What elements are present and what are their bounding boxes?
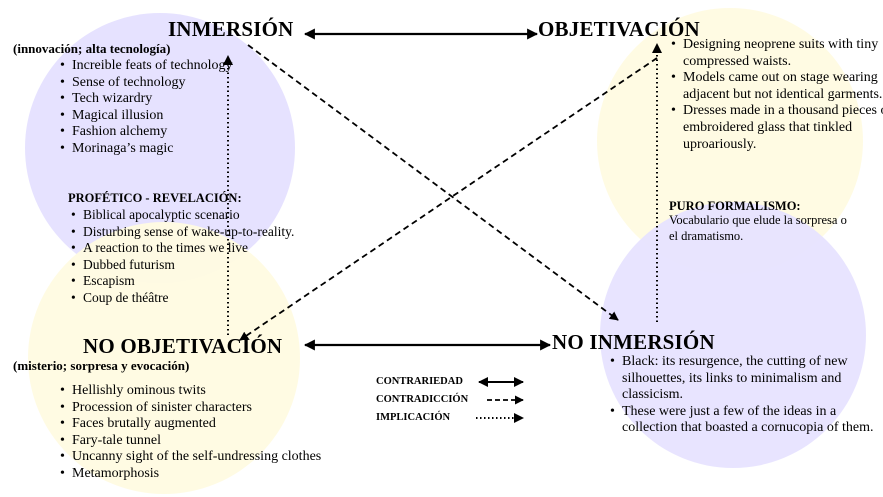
puro-formalismo-text: Vocabulario que elude la sorpresa o el d… <box>669 213 847 243</box>
contradiccion-diagonal-1 <box>247 44 619 321</box>
list-item: Models came out on stage wearing adjacen… <box>671 70 883 103</box>
list-item: Coup de théâtre <box>71 290 313 307</box>
list-item: Escapism <box>71 273 313 290</box>
list-item: Procession of sinister characters <box>60 400 392 417</box>
list-item: A reaction to the times we live <box>71 240 313 257</box>
legend-contrariedad-label: CONTRARIEDAD <box>376 376 463 387</box>
list-no-objetivacion: Hellishly ominous twits Procession of si… <box>56 383 392 483</box>
legend-implicacion-label: IMPLICACIÓN <box>376 412 451 423</box>
list-item: Tech wizardry <box>60 91 242 108</box>
list-item: Biblical apocalyptic scenario <box>71 207 313 224</box>
title-no-objetivacion: NO OBJETIVACIÓN <box>83 334 283 358</box>
title-no-inmersion: NO INMERSIÓN <box>552 330 715 354</box>
subtitle-no-objetivacion: (misterio; sorpresa y evocación) <box>13 358 190 373</box>
list-item: Dresses made in a thousand pieces of emb… <box>671 103 883 153</box>
title-inmersion: INMERSIÓN <box>168 17 294 41</box>
list-no-inmersion: Black: its resurgence, the cutting of ne… <box>606 354 883 437</box>
list-item: Dubbed futurism <box>71 257 313 274</box>
list-item: Magical illusion <box>60 108 242 125</box>
list-item: Disturbing sense of wake-up-to-reality. <box>71 224 313 241</box>
list-item: Increible feats of technology <box>60 58 242 75</box>
list-objetivacion: Designing neoprene suits with tiny compr… <box>667 37 883 153</box>
section-title-puro-formalismo: PURO FORMALISMO: <box>669 199 801 213</box>
list-item: These were just a few of the ideas in a … <box>610 404 883 437</box>
list-item: Fary-tale tunnel <box>60 433 392 450</box>
list-item: Sense of technology <box>60 75 242 92</box>
list-item: Morinaga’s magic <box>60 141 242 158</box>
list-item: Uncanny sight of the self-undressing clo… <box>60 449 392 466</box>
list-inmersion: Increible feats of technology Sense of t… <box>56 58 242 158</box>
list-item: Fashion alchemy <box>60 124 242 141</box>
contradiccion-diagonal-2 <box>239 57 658 341</box>
list-item: Metamorphosis <box>60 466 392 483</box>
list-item: Black: its resurgence, the cutting of ne… <box>610 354 883 404</box>
subtitle-inmersion: (innovación; alta tecnología) <box>13 41 171 56</box>
list-item: Faces brutally augmented <box>60 416 392 433</box>
legend-contradiccion-label: CONTRADICCIÓN <box>376 394 469 405</box>
section-title-profetico: PROFÉTICO - REVELACIÓN: <box>68 191 242 205</box>
list-profetico: Biblical apocalyptic scenario Disturbing… <box>67 207 313 307</box>
list-item: Designing neoprene suits with tiny compr… <box>671 37 883 70</box>
list-item: Hellishly ominous twits <box>60 383 392 400</box>
